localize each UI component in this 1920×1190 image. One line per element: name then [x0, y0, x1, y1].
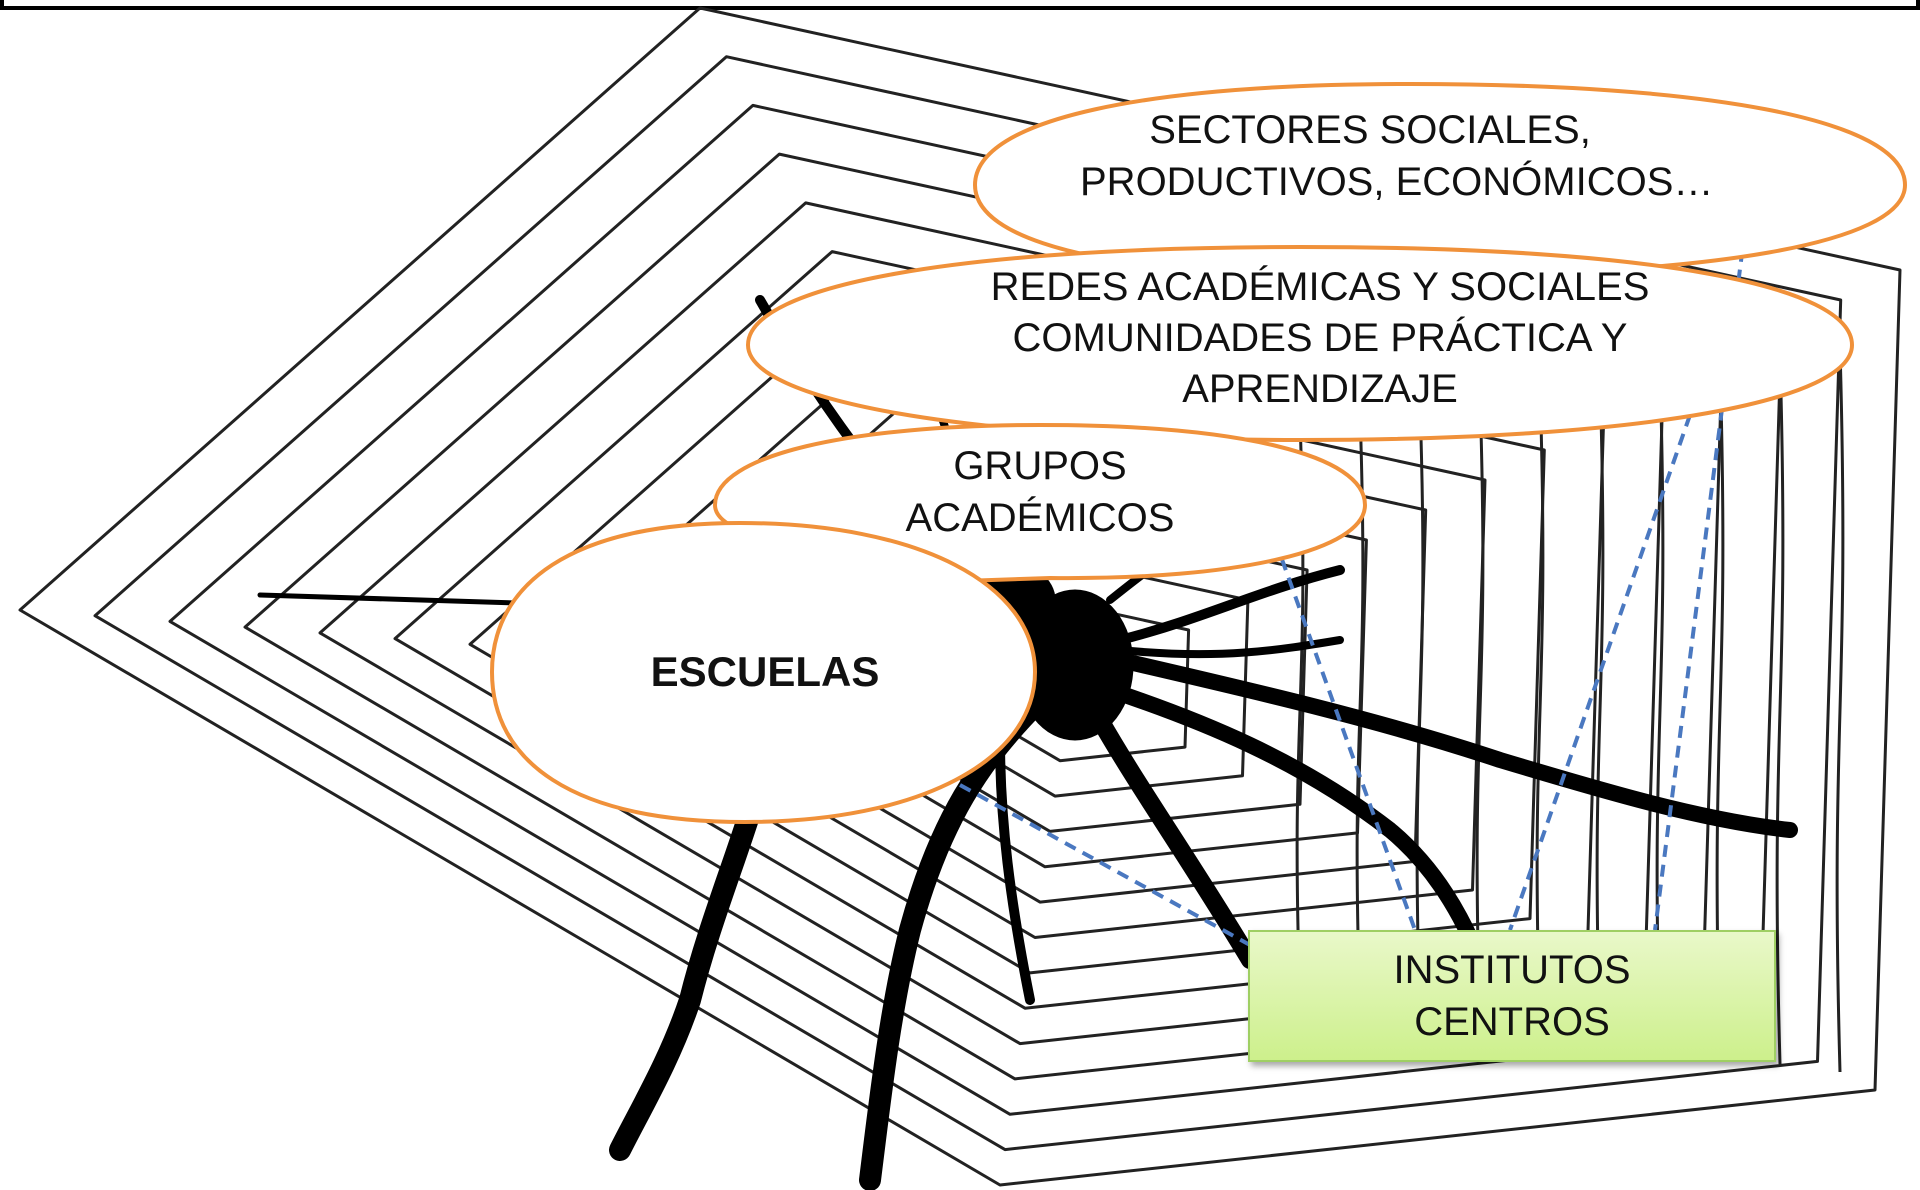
grupos-line-2: ACADÉMICOS	[905, 496, 1175, 540]
bubble-redes	[745, 244, 1855, 443]
connector-escuelas	[959, 783, 1251, 947]
connector-grupos	[1273, 539, 1417, 931]
redes-line-1: REDES ACADÉMICAS Y SOCIALES	[990, 265, 1650, 309]
grupos-line-1: GRUPOS	[953, 444, 1127, 488]
sectores-label: SECTORES SOCIALES, PRODUCTIVOS, ECONÓMIC…	[1080, 104, 1714, 208]
web-strand	[1415, 403, 1425, 1017]
connector-sectores	[1653, 229, 1747, 931]
web-strand	[1535, 387, 1545, 1033]
sectores-line-2: PRODUCTIVOS, ECONÓMICOS…	[1080, 160, 1714, 204]
redes-line-2: COMUNIDADES DE PRÁCTICA Y	[1012, 316, 1628, 361]
grupos-label: GRUPOS ACADÉMICOS	[860, 440, 1220, 544]
redes-line-3: APRENDIZAJE	[1182, 367, 1458, 412]
bubble-escuelas	[489, 520, 1038, 825]
web-strand	[1475, 395, 1485, 1025]
top-border	[0, 0, 1920, 10]
web-strand	[1715, 363, 1725, 1057]
sectores-line-1: SECTORES SOCIALES,	[1149, 108, 1591, 152]
connector-lines	[959, 229, 1747, 947]
web-strand	[1355, 411, 1365, 1009]
institutos-box: INSTITUTOS CENTROS	[1248, 930, 1776, 1062]
web-strand	[1835, 347, 1845, 1073]
escuelas-text: ESCUELAS	[650, 648, 880, 695]
web-strand	[1775, 355, 1785, 1065]
web-strand	[1595, 379, 1605, 1041]
connector-redes	[1508, 414, 1692, 931]
escuelas-label: ESCUELAS	[560, 645, 970, 700]
redes-label: REDES ACADÉMICAS Y SOCIALES COMUNIDADES …	[900, 262, 1740, 416]
institutos-line-2: CENTROS	[1414, 1000, 1610, 1044]
institutos-line-1: INSTITUTOS	[1393, 948, 1631, 992]
